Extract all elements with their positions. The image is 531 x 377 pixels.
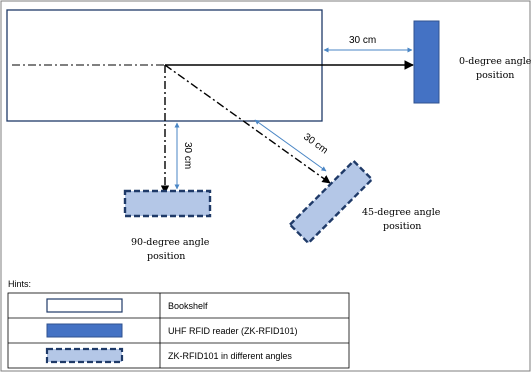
label-90-degree: 90-degree angle bbox=[131, 237, 210, 248]
tag-45-degree bbox=[288, 159, 374, 245]
label-45-degree: 45-degree angle bbox=[362, 207, 441, 218]
label-0-degree: 0-degree angle bbox=[459, 56, 531, 67]
dimension-90-label: 30 cm bbox=[182, 142, 193, 169]
hints-title: Hints: bbox=[8, 279, 31, 289]
dimension-0-label: 30 cm bbox=[349, 35, 376, 46]
tag-90-degree bbox=[123, 189, 212, 218]
dimension-45-degree bbox=[254, 119, 327, 172]
label-45-degree-position: position bbox=[383, 221, 421, 232]
hints-row-label: Bookshelf bbox=[168, 301, 208, 311]
label-90-degree-position: position bbox=[147, 251, 185, 262]
reader-swatch bbox=[46, 323, 123, 338]
dimension-45-label: 30 cm bbox=[301, 132, 329, 157]
tag-swatch bbox=[45, 347, 124, 364]
ray-45-degree bbox=[164, 64, 331, 184]
hints-row-label: ZK-RFID101 in different angles bbox=[168, 351, 292, 361]
hints-row-label: UHF RFID reader (ZK-RFID101) bbox=[168, 326, 298, 336]
hints-table: Bookshelf UHF RFID reader (ZK-RFID101) Z… bbox=[7, 292, 350, 369]
label-0-degree-position: position bbox=[476, 70, 514, 81]
bookshelf-swatch bbox=[46, 298, 123, 313]
rfid-reader-0-degree bbox=[413, 20, 440, 104]
